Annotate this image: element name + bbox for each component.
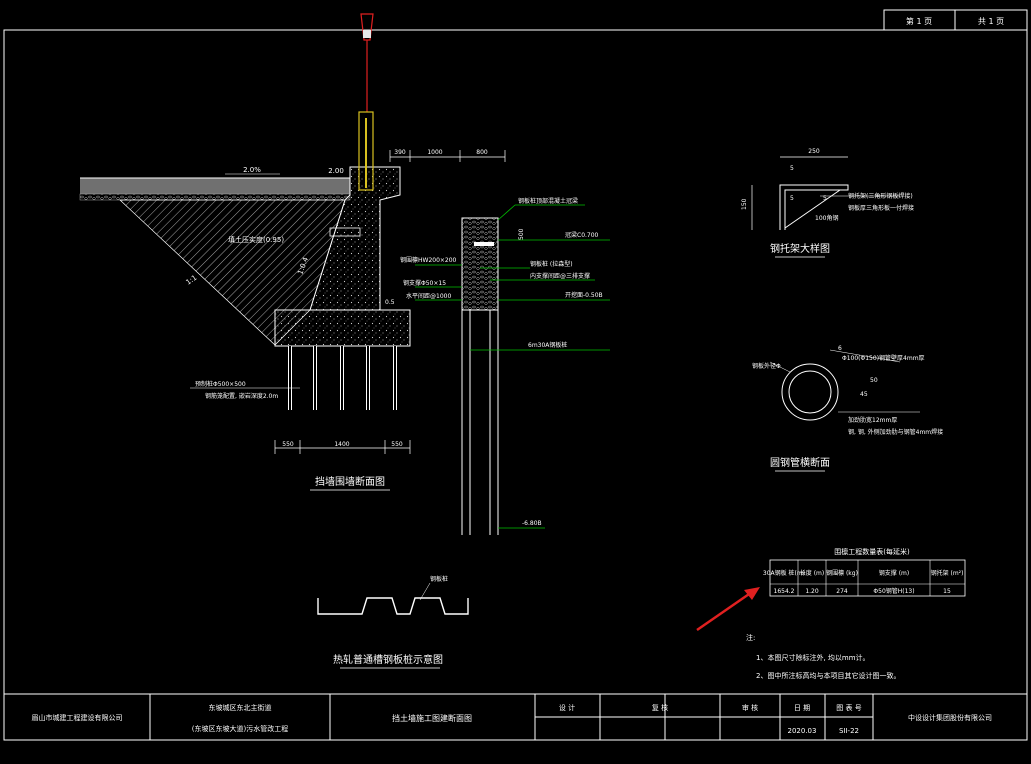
quantity-table: 围檩工程数量表(每延米) 30A钢板 桩(m) 长度 (m) 钢围檩 (kg) … [763, 547, 966, 597]
retaining-wall-section: 2.0% 2.00 填土压实度(0.95) 1:1 1:0.4 0.5 预制桩Φ… [79, 149, 506, 491]
pipe-l2: 加劲肋宽12mm厚 [848, 416, 897, 424]
sp-label-3: 钢支撑Φ50×15 [403, 279, 446, 287]
channel-title: 热轧普通槽钢板桩示意图 [333, 653, 443, 666]
page-number: 第 1 页 [906, 16, 932, 26]
sp-bottom-elev: -6.80B [522, 520, 542, 527]
sp-label-5: 钢板桩 (拉森型) [530, 260, 573, 268]
dim-top-2: 1000 [427, 149, 442, 156]
table-h0: 30A钢板 桩(m) [763, 569, 805, 577]
table-h2: 钢围檩 (kg) [826, 569, 858, 577]
sp-label-1: 冠梁C0.700 [565, 231, 599, 239]
pipe-d0: 6 [838, 345, 842, 352]
road-base [79, 193, 351, 201]
pile-label: 预制桩Φ500×500 [195, 380, 246, 388]
note-1: 1、本图尺寸除标注外, 均以mm计。 [756, 653, 870, 662]
top-dim: 2.00 [328, 167, 344, 175]
tb-date: 2020.03 [788, 727, 817, 735]
sheet-pile-section: 钢板桩顶部混凝土冠梁 冠梁C0.700 钢围檩HW200×200 钢板桩 (拉森… [400, 197, 610, 535]
sp-label-6: 内支撑间距@三排支撑 [530, 272, 590, 280]
table-c2: 274 [836, 588, 848, 595]
pipe-l3: 钢, 钢, 外侧加劲肋与钢管4mm焊接 [848, 428, 943, 436]
page-header: 第 1 页 共 1 页 [883, 9, 1028, 31]
dim-top-3: 800 [476, 149, 488, 156]
pipe-d1: 50 [870, 377, 878, 384]
top-dimension: 390 1000 800 [389, 149, 506, 162]
table-title: 围檩工程数量表(每延米) [834, 547, 910, 556]
channel-label: 钢板桩 [430, 575, 448, 583]
bracket-l1: 钢板厚三角形板一付焊接 [848, 204, 914, 212]
pipe-title: 圆钢管横断面 [770, 456, 830, 469]
table-c1: 1.20 [805, 588, 819, 595]
table-h3: 钢支撑 (m) [879, 569, 909, 577]
pipe-detail: 钢板外径Φ Φ100(Φ150)钢管壁厚4mm厚 6 50 45 加劲肋宽12m… [752, 345, 943, 472]
bottom-dimension: 550 1400 550 [274, 440, 411, 454]
dim-top-1: 390 [394, 149, 406, 156]
pipe-l0: 钢板外径Φ [752, 362, 781, 370]
bracket-detail: 250 150 5 5 5 钢托架(三角形钢板焊接) 钢板厚三角形板一付焊接 1… [741, 148, 914, 258]
notes-heading: 注: [746, 633, 755, 642]
bracket-dim-w: 250 [808, 148, 820, 155]
drawing-frame [3, 29, 1028, 741]
elev-note: 0.5 [385, 299, 395, 306]
dim-bottom-mid: 1400 [334, 441, 349, 448]
sp-label-2: 钢围檩HW200×200 [400, 256, 457, 264]
note-2: 2、图中所注标高均与本项目其它设计图一致。 [756, 671, 900, 680]
tb-project-2: (东坡区东坡大道)污水管改工程 [192, 724, 288, 733]
wall-footing [274, 309, 411, 347]
page-total: 共 1 页 [978, 17, 1004, 26]
drain-pipe [329, 227, 361, 237]
section-title: 挡墙围墙断面图 [315, 475, 385, 488]
bracket-dim-h: 150 [741, 198, 748, 210]
pipe-l1: Φ100(Φ150)钢管壁厚4mm厚 [842, 354, 925, 362]
sp-label-7: 开挖面-0.50B [565, 291, 603, 299]
slope-label: 2.0% [243, 166, 261, 174]
tb-design: 设 计 [559, 703, 575, 712]
bracket-d0: 5 [790, 165, 794, 172]
bracket-d1: 5 [823, 195, 827, 202]
bracket-d2: 5 [790, 195, 794, 202]
slope-label-1: 1:1 [185, 274, 199, 287]
tb-project-1: 东坡城区东北主街道 [209, 703, 272, 712]
gauge-rod [358, 111, 374, 191]
tb-drawing-name: 挡土墙施工图建断面图 [392, 713, 472, 723]
tb-designer: 中设设计集团股份有限公司 [908, 713, 992, 722]
fill-label: 填土压实度(0.95) [228, 235, 284, 244]
bracket-l0: 钢托架(三角形钢板焊接) [848, 192, 913, 200]
notes: 注: 1、本图尺寸除标注外, 均以mm计。 2、图中所注标高均与本项目其它设计图… [746, 633, 900, 680]
pipe-d2: 45 [860, 391, 868, 398]
title-block: 眉山市城建工程建设有限公司 东坡城区东北主街道 (东坡区东坡大道)污水管改工程 … [3, 693, 1028, 741]
road-pavement [80, 178, 350, 194]
tb-sheet: SII-22 [839, 727, 859, 735]
sp-dim: 500 [518, 228, 525, 240]
table-c3: Φ50钢管H(13) [873, 587, 914, 595]
sp-label-0: 钢板桩顶部混凝土冠梁 [518, 197, 578, 205]
tb-sheet-label: 图 表 号 [836, 703, 861, 712]
pile-group [288, 346, 397, 410]
crane-gauge [358, 13, 374, 191]
bracket-l2: 100角钢 [815, 214, 838, 222]
table-h4: 钢托架 (m²) [931, 569, 964, 577]
sp-label-4: 水平间距@1000 [406, 292, 451, 300]
sp-length: 6m30A钢板桩 [528, 341, 567, 349]
annotation-arrow [696, 587, 760, 632]
tb-check: 复 核 [652, 703, 668, 712]
tb-company: 眉山市城建工程建设有限公司 [32, 713, 123, 722]
dim-bottom-right: 550 [391, 441, 403, 448]
channel-section: 钢板桩 热轧普通槽钢板桩示意图 [317, 575, 469, 669]
leaders [415, 204, 610, 529]
table-h1: 长度 (m) [800, 569, 824, 577]
sheet-pile-cap [461, 217, 499, 311]
dim-bottom-left: 550 [282, 441, 294, 448]
table-c0: 1654.2 [774, 588, 795, 595]
pile-note: 钢筋笼配置, 嵌岩深度2.0m [205, 392, 278, 400]
bracket-title: 钢托架大样图 [770, 242, 830, 255]
tb-review: 审 核 [742, 703, 758, 712]
table-c4: 15 [943, 588, 951, 595]
tb-date-label: 日 期 [794, 704, 810, 712]
